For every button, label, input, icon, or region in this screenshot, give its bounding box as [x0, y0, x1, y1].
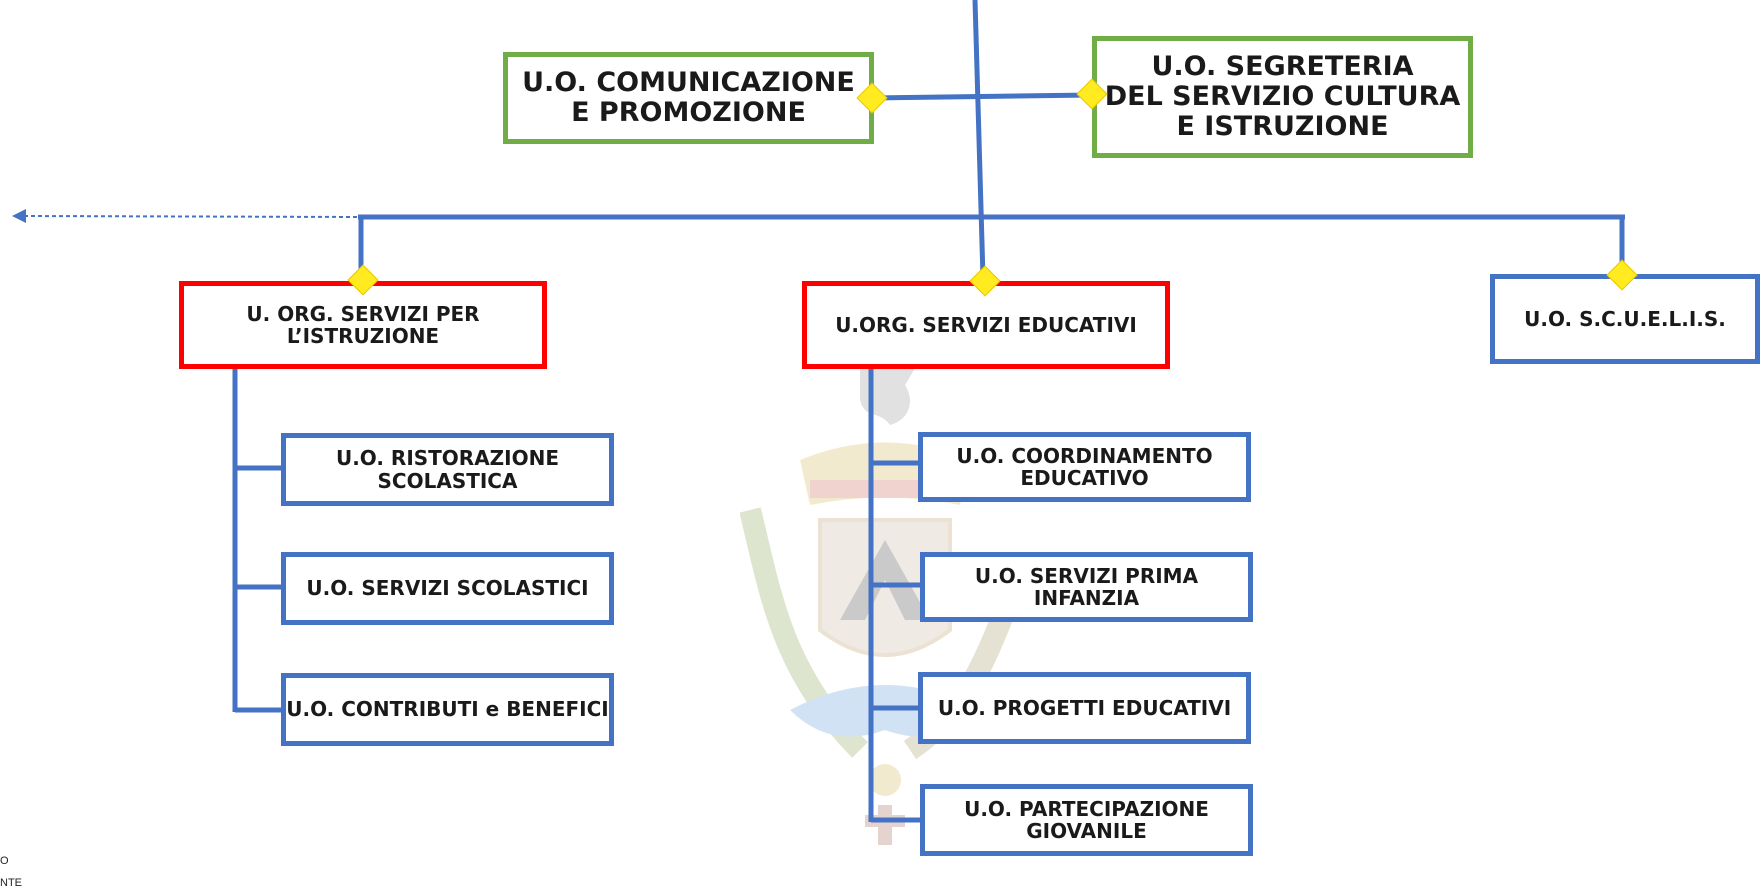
- unit-label: U.O. COMUNICAZIONE E PROMOZIONE: [522, 66, 855, 128]
- arrow-left-icon: [12, 209, 26, 223]
- unit-coordinamento-educativo: U.O. COORDINAMENTO EDUCATIVO: [918, 432, 1251, 502]
- corner-text-fragment: NTE: [0, 877, 22, 889]
- unit-label: U.O. SEGRETERIA DEL SERVIZIO CULTURA E I…: [1104, 50, 1461, 143]
- unit-label: U.O. COORDINAMENTO EDUCATIVO: [956, 443, 1213, 490]
- unit-label: U.O. RISTORAZIONE SCOLASTICA: [335, 446, 560, 493]
- unit-ristorazione-scolastica: U.O. RISTORAZIONE SCOLASTICA: [281, 433, 614, 506]
- unit-label: U. ORG. SERVIZI PER L’ISTRUZIONE: [246, 301, 480, 348]
- unit-comunicazione-promozione: U.O. COMUNICAZIONE E PROMOZIONE: [503, 52, 874, 144]
- unit-label: U.ORG. SERVIZI EDUCATIVI: [835, 312, 1137, 337]
- unit-label: U.O. PARTECIPAZIONE GIOVANILE: [964, 796, 1209, 843]
- unit-servizi-scolastici: U.O. SERVIZI SCOLASTICI: [281, 552, 614, 625]
- unit-contributi-benefici: U.O. CONTRIBUTI e BENEFICI: [281, 673, 614, 746]
- corner-text-fragment: O: [0, 855, 9, 867]
- trunk-line: [972, 0, 986, 279]
- unit-progetti-educativi: U.O. PROGETTI EDUCATIVI: [918, 672, 1251, 744]
- unit-label: U.O. S.C.U.E.L.I.S.: [1524, 306, 1726, 331]
- unit-label: U.O. CONTRIBUTI e BENEFICI: [286, 697, 609, 722]
- unit-label: U.O. SERVIZI SCOLASTICI: [306, 576, 589, 601]
- dashed-external-line: [23, 215, 359, 218]
- top-branch-line: [871, 92, 1093, 101]
- unit-servizi-prima-infanzia: U.O. SERVIZI PRIMA INFANZIA: [920, 552, 1253, 622]
- unit-segreteria: U.O. SEGRETERIA DEL SERVIZIO CULTURA E I…: [1092, 36, 1473, 158]
- unit-partecipazione-giovanile: U.O. PARTECIPAZIONE GIOVANILE: [920, 784, 1253, 856]
- unit-label: U.O. PROGETTI EDUCATIVI: [937, 695, 1232, 720]
- unit-label: U.O. SERVIZI PRIMA INFANZIA: [974, 563, 1199, 610]
